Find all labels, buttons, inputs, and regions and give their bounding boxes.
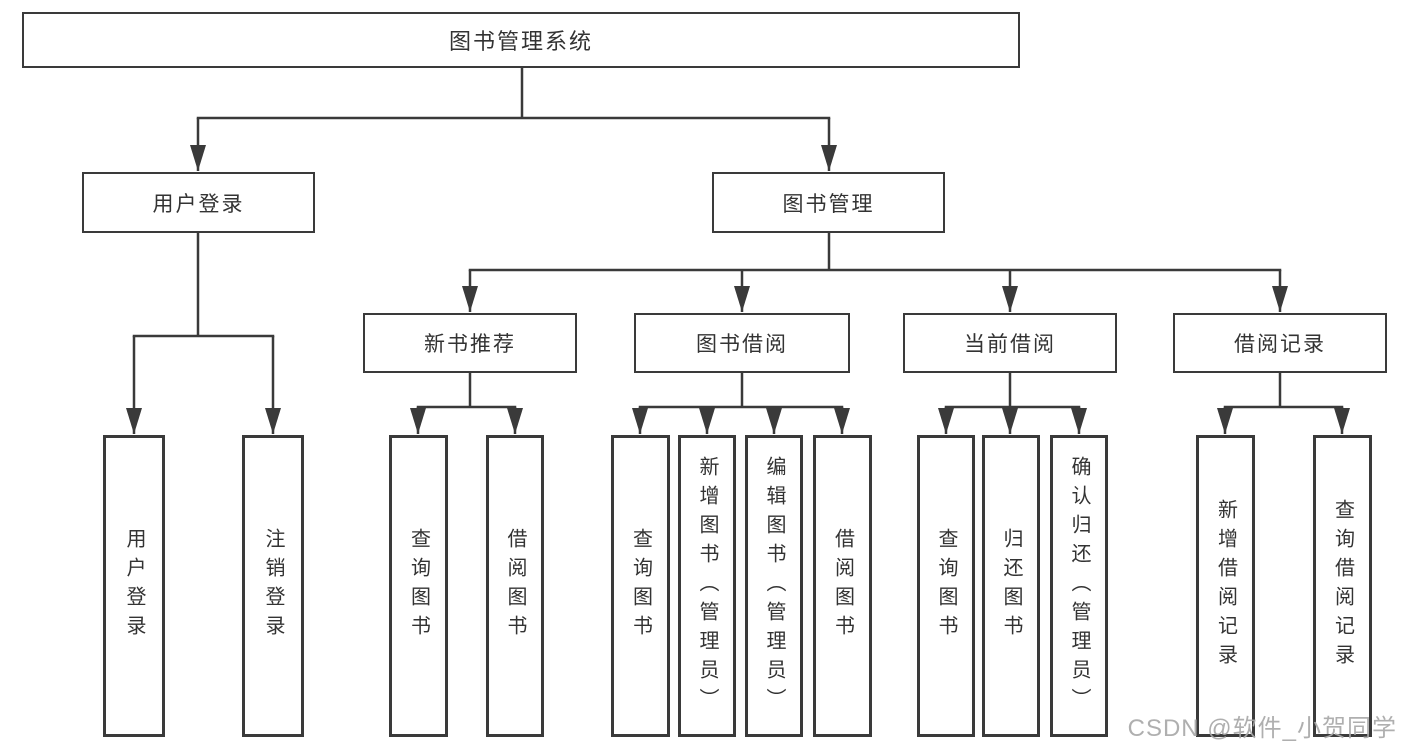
leaf-user-login: 用户登录 [103, 435, 165, 737]
leaf-label: 查询借阅记录 [1331, 499, 1354, 673]
leaf-label: 新增图书（管理员） [696, 455, 718, 717]
node-user-login: 用户登录 [82, 172, 315, 233]
leaf-query-books-recommend: 查询图书 [389, 435, 448, 737]
leaf-add-borrow-record: 新增借阅记录 [1196, 435, 1255, 737]
node-book-borrow: 图书借阅 [634, 313, 850, 373]
node-label: 图书借阅 [696, 333, 788, 356]
node-label: 图书管理 [782, 192, 875, 216]
leaf-label: 注销登录 [262, 528, 284, 644]
leaf-query-books-borrow: 查询图书 [611, 435, 670, 737]
leaf-label: 借阅图书 [831, 528, 854, 644]
leaf-label: 查询图书 [935, 528, 957, 644]
leaf-label: 新增借阅记录 [1214, 499, 1237, 673]
node-label: 新书推荐 [424, 333, 516, 356]
node-current-borrow: 当前借阅 [903, 313, 1117, 373]
node-label: 图书管理系统 [448, 29, 593, 54]
node-borrow-records: 借阅记录 [1173, 313, 1387, 373]
leaf-return-books: 归还图书 [982, 435, 1040, 737]
leaf-label: 确认归还（管理员） [1068, 455, 1090, 717]
leaf-query-borrow-record: 查询借阅记录 [1313, 435, 1372, 737]
leaf-query-books-current: 查询图书 [917, 435, 975, 737]
node-label: 当前借阅 [964, 333, 1056, 356]
leaf-label: 查询图书 [407, 528, 430, 644]
leaf-confirm-return-admin: 确认归还（管理员） [1050, 435, 1108, 737]
node-label: 用户登录 [152, 192, 245, 216]
node-book-management: 图书管理 [712, 172, 945, 233]
node-label: 借阅记录 [1234, 333, 1326, 356]
leaf-label: 编辑图书（管理员） [763, 455, 785, 717]
leaf-borrow-books: 借阅图书 [813, 435, 872, 737]
node-library-management-system: 图书管理系统 [22, 12, 1020, 68]
leaf-label: 借阅图书 [504, 528, 526, 644]
leaf-borrow-books-recommend: 借阅图书 [486, 435, 544, 737]
node-new-book-recommend: 新书推荐 [363, 313, 577, 373]
leaf-label: 归还图书 [1000, 528, 1022, 644]
leaf-label: 查询图书 [629, 528, 652, 644]
leaf-logout: 注销登录 [242, 435, 304, 737]
leaf-add-books-admin: 新增图书（管理员） [678, 435, 736, 737]
leaf-edit-books-admin: 编辑图书（管理员） [745, 435, 803, 737]
leaf-label: 用户登录 [123, 528, 145, 644]
